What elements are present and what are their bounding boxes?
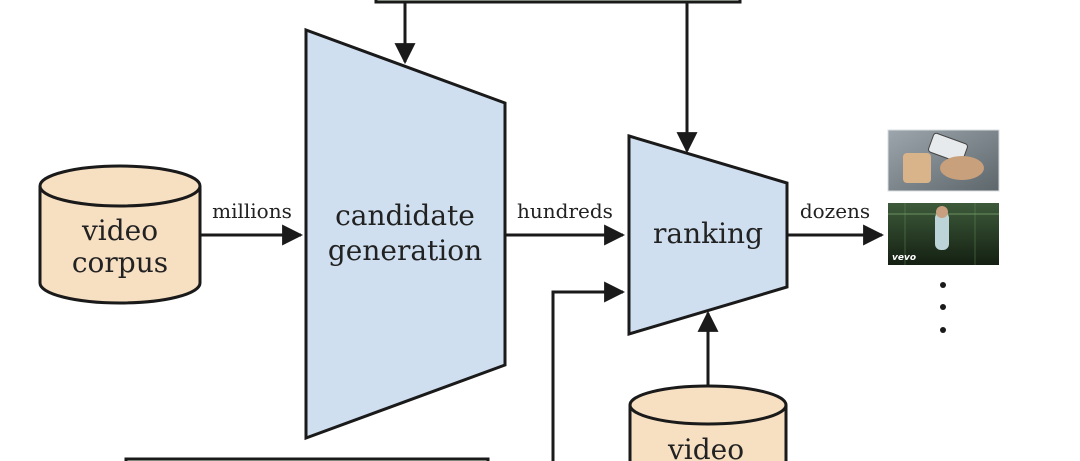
ranking-label: ranking — [653, 217, 763, 250]
video-corpus-label-line2: corpus — [72, 246, 168, 279]
candidate-generation-funnel: candidate generation — [304, 27, 507, 441]
video-thumbnail-phone — [887, 129, 1000, 192]
candidate-generation-label-line1: candidate — [335, 199, 475, 232]
ranking-funnel: ranking — [627, 133, 789, 337]
edge-label-dozens: dozens — [800, 199, 870, 223]
bottom-input-box — [124, 457, 490, 461]
candidate-generation-label-line2: generation — [328, 234, 482, 267]
video-features-label: video — [667, 433, 744, 461]
video-corpus-cylinder: video corpus — [38, 164, 202, 305]
edge-label-hundreds: hundreds — [517, 199, 613, 223]
ellipsis-dot-2 — [940, 304, 946, 310]
ellipsis-dot-1 — [940, 282, 946, 288]
video-thumbnail-vevo: vevo — [888, 203, 999, 265]
video-features-cylinder: video — [628, 384, 788, 461]
vevo-watermark: vevo — [892, 253, 916, 263]
edge-label-millions: millions — [212, 199, 292, 223]
ellipsis-dot-3 — [940, 327, 946, 333]
bottom-to-ranking-arrow — [551, 281, 626, 461]
top-input-box — [374, 0, 742, 4]
video-corpus-label-line1: video — [81, 214, 158, 247]
